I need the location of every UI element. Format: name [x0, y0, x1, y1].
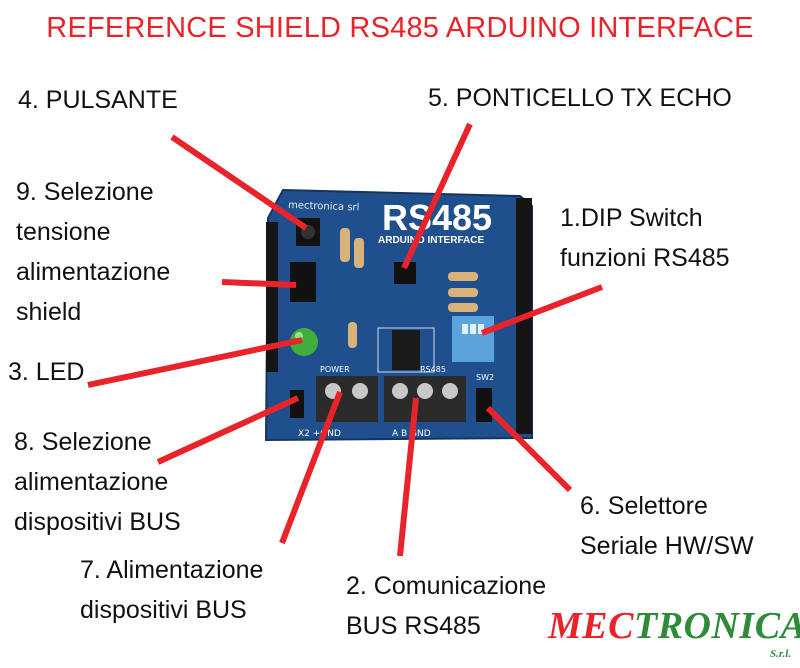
pointer-3: [87, 337, 303, 388]
label-selezione-alimentazione: 8. Selezione alimentazione dispositivi B…: [14, 428, 181, 536]
pointer-1: [480, 284, 604, 336]
mectronica-logo: MECTRONICA: [548, 604, 800, 648]
board-subtitle: ARDUINO INTERFACE: [378, 235, 484, 246]
label-comunicazione: 2. Comunicazione BUS RS485: [346, 572, 547, 640]
pointer-5: [401, 122, 473, 270]
logo-suffix: S.r.l.: [770, 648, 792, 660]
power-terminal-silk: X2 +GND: [298, 429, 341, 439]
diagram-title: REFERENCE SHIELD RS485 ARDUINO INTERFACE: [46, 12, 754, 44]
power-silk: POWER: [320, 365, 350, 374]
ic-chip: [392, 330, 420, 370]
label-dip-switch: 1.DIP Switch funzioni RS485: [560, 204, 730, 272]
board-model: RS485: [382, 197, 492, 238]
label-led: 3. LED: [8, 358, 85, 386]
resistors: [340, 228, 478, 348]
label-pulsante: 4. PULSANTE: [18, 86, 178, 114]
left-header: [266, 222, 278, 372]
pointer-8: [156, 395, 300, 465]
pointer-2: [397, 397, 419, 557]
tx-echo-jumper: [394, 262, 416, 284]
rs485-silk: RS485: [420, 365, 446, 374]
pointer-9: [221, 279, 297, 288]
label-alimentazione-bus: 7. Alimentazione dispositivi BUS: [80, 556, 264, 624]
pointer-4: [170, 134, 308, 231]
power-terminal: [316, 376, 378, 422]
pointer-6: [485, 405, 573, 493]
rs485-terminal: [384, 376, 466, 422]
logo-part1: MEC: [548, 605, 634, 647]
label-selettore-seriale: 6. Selettore Seriale HW/SW: [580, 492, 754, 560]
logo-part2: TRONICA: [633, 605, 800, 647]
dip-switch: [452, 316, 494, 362]
pointer-7: [279, 390, 343, 545]
board-brand: mectronica srl: [288, 200, 360, 213]
serial-selector: [476, 388, 492, 422]
label-selezione-tensione: 9. Selezione tensione alimentazione shie…: [16, 178, 171, 326]
sw2-silk: SW2: [476, 373, 494, 382]
label-ponticello: 5. PONTICELLO TX ECHO: [428, 84, 732, 112]
